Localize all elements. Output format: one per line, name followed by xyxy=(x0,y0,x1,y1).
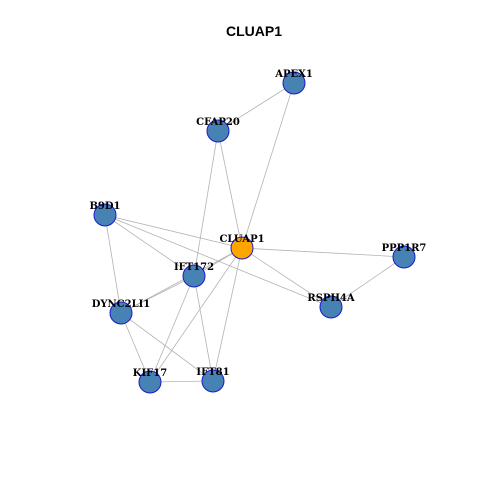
edge-b9d1-ift172 xyxy=(104,214,195,277)
node-label-ppp1r7: PPP1R7 xyxy=(382,243,427,254)
edge-ppp1r7-rsph4a xyxy=(330,256,405,308)
edge-cluap1-ift81 xyxy=(212,247,243,382)
node-label-b9d1: B9D1 xyxy=(89,201,120,212)
edge-dync2li1-kif17 xyxy=(120,312,151,383)
node-label-rsph4a: RSPH4A xyxy=(307,293,354,304)
node-label-apex1: APEX1 xyxy=(274,69,313,80)
edge-apex1-cluap1 xyxy=(241,82,295,249)
node-ppp1r7[interactable] xyxy=(392,245,416,269)
node-kif17[interactable] xyxy=(138,370,162,394)
edge-apex1-cfap20 xyxy=(217,82,295,132)
node-ift172[interactable] xyxy=(182,264,206,288)
edge-ift172-ift81 xyxy=(193,275,214,382)
edge-cfap20-cluap1 xyxy=(217,130,243,249)
edge-cluap1-dync2li1 xyxy=(120,247,243,314)
node-label-kif17: KIF17 xyxy=(133,368,167,379)
node-label-dync2li1: DYNC2LI1 xyxy=(92,299,151,310)
graph-title: CLUAP1 xyxy=(226,23,282,39)
edge-ift172-dync2li1 xyxy=(120,275,195,314)
edge-cluap1-ppp1r7 xyxy=(241,247,405,258)
edges-layer xyxy=(104,82,405,383)
node-apex1[interactable] xyxy=(282,71,306,95)
node-b9d1[interactable] xyxy=(93,203,117,227)
node-label-cfap20: CFAP20 xyxy=(196,117,240,128)
nodes-layer xyxy=(93,71,416,394)
node-cfap20[interactable] xyxy=(206,119,230,143)
node-label-cluap1: CLUAP1 xyxy=(219,234,264,245)
node-rsph4a[interactable] xyxy=(319,295,343,319)
node-dync2li1[interactable] xyxy=(109,301,133,325)
edge-cluap1-kif17 xyxy=(149,247,243,383)
edge-b9d1-dync2li1 xyxy=(104,214,122,314)
edge-cfap20-ift172 xyxy=(193,130,219,277)
node-label-ift81: IFT81 xyxy=(196,367,229,378)
edge-dync2li1-ift81 xyxy=(120,312,214,382)
node-label-ift172: IFT172 xyxy=(174,262,214,273)
edge-cluap1-rsph4a xyxy=(241,247,332,308)
edge-b9d1-cluap1 xyxy=(104,214,243,249)
edge-ift172-kif17 xyxy=(149,275,195,383)
node-cluap1[interactable] xyxy=(230,236,254,260)
node-ift81[interactable] xyxy=(201,369,225,393)
